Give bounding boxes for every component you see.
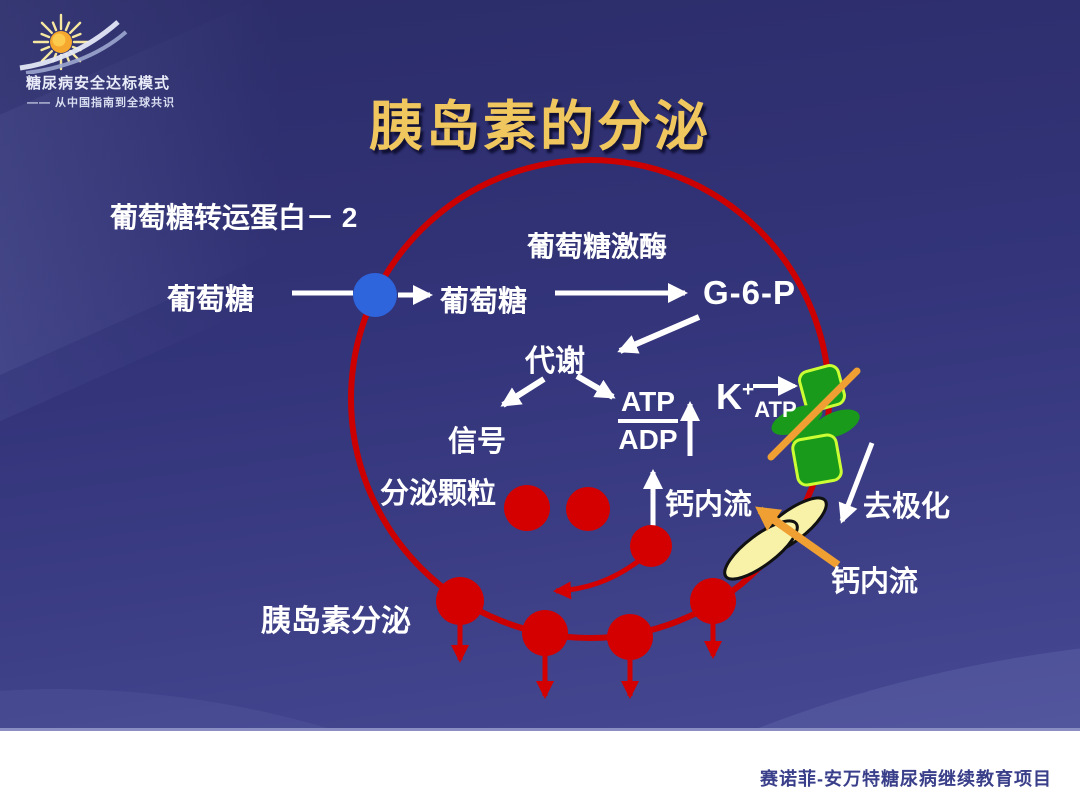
label-insulin-secretion: 胰岛素分泌 [261,605,411,638]
granule-movement-arrow [553,557,643,600]
docked-granule [522,610,568,656]
secretory-granule [504,485,550,531]
calcium-entry-arrow [755,506,841,569]
label-secretory-granules: 分泌颗粒 [380,478,497,510]
katp-channel [767,364,861,487]
label-k-plus: + [742,378,755,401]
label-glucose-inside: 葡萄糖 [440,286,528,318]
secretory-granule [566,487,610,531]
swoosh-line-icon [25,30,128,75]
calcium-channel-subunit [723,519,799,581]
logo: 糖尿病安全达标模式 —— 从中国指南到全球共识 [18,10,238,109]
label-glucose-outside: 葡萄糖 [167,284,255,316]
docked-granule [607,614,653,660]
label-metabolism: 代谢 [525,345,585,378]
sun-swoosh-logo-icon [19,13,128,75]
insulin-secretion-diagram [348,157,875,699]
label-depolarization: 去极化 [863,491,951,523]
footer-bar: 赛诺菲-安万特糖尿病继续教育项目 [0,728,1080,810]
metabolism-to-signal-arrow [500,376,546,408]
label-glut2: 葡萄糖转运蛋白－ 2 [110,202,358,233]
metabolism-to-atp-arrow [575,373,616,400]
label-signal: 信号 [448,426,507,458]
katp-channel-middle [771,404,823,436]
label-katp: K+ATP [716,376,797,423]
label-k-sub-atp: ATP [754,397,797,423]
label-g6p: G-6-P [703,274,797,311]
page-title: 胰岛素的分泌 [369,97,711,158]
katp-channel-bottom [791,433,843,487]
label-calcium-influx-outer: 钙内流 [831,566,919,598]
sun-disc-highlight-icon [52,33,66,47]
label-atp-adp-ratio: ATP ADP [618,387,678,455]
logo-title: 糖尿病安全达标模式 [26,75,171,92]
glut2-transporter-dot [353,273,397,317]
depolarization-arrow [838,442,875,524]
logo-subtitle: —— 从中国指南到全球共识 [27,97,176,109]
label-glucokinase: 葡萄糖激酶 [527,231,668,262]
katp-channel-block-bar [767,367,861,461]
footer-text: 赛诺菲-安万特糖尿病继续教育项目 [760,769,1052,789]
label-adp: ADP [618,424,678,456]
swoosh-line-icon [19,20,120,71]
calcium-channel [723,496,841,581]
secretory-granule [630,525,672,567]
label-k: K [716,376,742,417]
label-calcium-influx-inner: 钙内流 [665,489,753,521]
docked-granule [690,578,736,624]
label-atp: ATP [618,387,678,424]
docked-granule [436,577,484,625]
g6p-to-metabolism-arrow [617,314,701,354]
